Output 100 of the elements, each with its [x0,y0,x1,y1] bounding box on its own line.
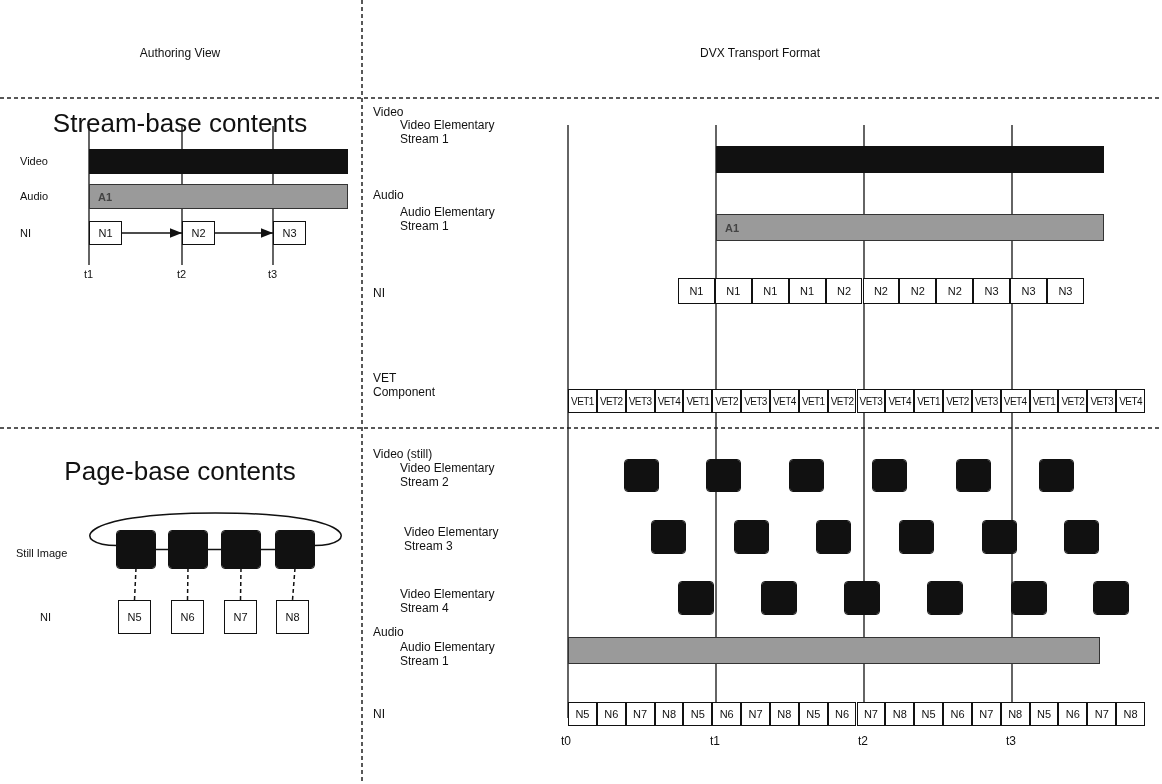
ni-block: N6 [171,600,204,634]
ni-block: N7 [625,702,655,726]
still-image-block [762,582,796,614]
ni-block: N3 [1047,278,1084,304]
connector-line [121,228,183,238]
ni-block: N6 [943,702,972,726]
vet-block: VET1 [798,389,828,413]
row-label: Audio [373,188,405,203]
time-label: t3 [1006,734,1017,749]
ni-block: N5 [798,702,828,726]
row-label: NI [373,286,386,301]
ni-block: N5 [568,702,597,726]
ni-block: N2 [182,221,215,245]
row-label: Audio [20,190,50,204]
row-label: Video [20,155,49,169]
still-image-block [983,521,1016,553]
ni-block: N7 [224,600,257,634]
vet-block: VET2 [827,389,857,413]
ni-block: N2 [936,278,974,304]
section-title: Stream-base contents [51,108,309,140]
vet-block: VET1 [568,389,597,413]
ni-block: N7 [971,702,1001,726]
time-label: t2 [177,268,188,282]
ni-block: N8 [654,702,684,726]
ni-block: N5 [914,702,944,726]
vet-block: VET4 [885,389,915,413]
ni-block: N3 [973,278,1011,304]
vet-block: VET2 [596,389,626,413]
time-label: t1 [710,734,721,749]
vet-block: VET4 [769,389,799,413]
ni-block: N2 [825,278,863,304]
ni-block: N1 [89,221,122,245]
still-image-block [900,521,933,553]
ni-block: N2 [899,278,937,304]
still-image-block [873,460,906,491]
vet-block: VET3 [1087,389,1117,413]
still-image-block [845,582,879,614]
section-title: Page-base contents [63,456,297,488]
vet-block: VET3 [625,389,655,413]
still-image-block [928,582,962,614]
dashed-connector [186,567,189,601]
time-label: t3 [268,268,279,282]
still-image-block [625,460,658,491]
ni-block: N1 [788,278,826,304]
ni-block: N1 [751,278,789,304]
vet-block: VET1 [914,389,944,413]
ni-block: N5 [118,600,151,634]
vet-block: VET2 [1058,389,1088,413]
audio-stream-bar [568,637,1100,664]
still-image-block [707,460,740,491]
still-image-block [169,531,207,568]
still-image-block [679,582,713,614]
row-label: VET Component [373,371,437,400]
row-label: NI [40,611,52,625]
ni-block: N1 [714,278,752,304]
vet-block: VET2 [943,389,972,413]
still-image-block [790,460,823,491]
time-label: t1 [84,268,95,282]
still-image-block [1040,460,1073,491]
ni-block: N3 [1010,278,1047,304]
still-image-block [735,521,768,553]
vet-block: VET4 [654,389,684,413]
ni-block: N5 [683,702,713,726]
row-label: NI [20,227,32,241]
row-label: Audio [373,625,405,640]
audio-stream-bar: A1 [716,214,1104,241]
row-label: Audio Elementary Stream 1 [400,640,496,669]
vet-block: VET3 [971,389,1001,413]
ni-block: N1 [678,278,715,304]
ni-block: N6 [712,702,742,726]
connector-line [214,228,274,238]
time-label: t2 [858,734,869,749]
ni-block: N8 [885,702,915,726]
row-label: Still Image [16,547,69,561]
still-image-block [117,531,155,568]
ni-block: N8 [1116,702,1145,726]
ni-block: N7 [741,702,770,726]
row-label: Audio Elementary Stream 1 [400,205,496,234]
row-label: Video Elementary Stream 3 [404,525,500,554]
ni-block: N5 [1029,702,1059,726]
row-label: Video (still) [373,447,434,462]
still-image-block [652,521,685,553]
ni-block: N6 [1058,702,1088,726]
vet-block: VET1 [1029,389,1059,413]
still-image-block [817,521,850,553]
still-image-block [222,531,260,568]
ni-block: N3 [273,221,306,245]
still-image-block [1094,582,1128,614]
ni-block: N8 [769,702,799,726]
still-image-block [1065,521,1098,553]
row-label: NI [373,707,386,722]
ni-block: N2 [862,278,900,304]
vet-block: VET1 [683,389,713,413]
vet-block: VET4 [1116,389,1145,413]
video-stream-bar [716,146,1104,173]
audio-stream-bar: A1 [89,184,348,209]
row-label: Video Elementary Stream 2 [400,461,496,490]
vet-block: VET2 [712,389,742,413]
dashed-connector [133,567,137,601]
video-stream-bar [89,149,348,174]
